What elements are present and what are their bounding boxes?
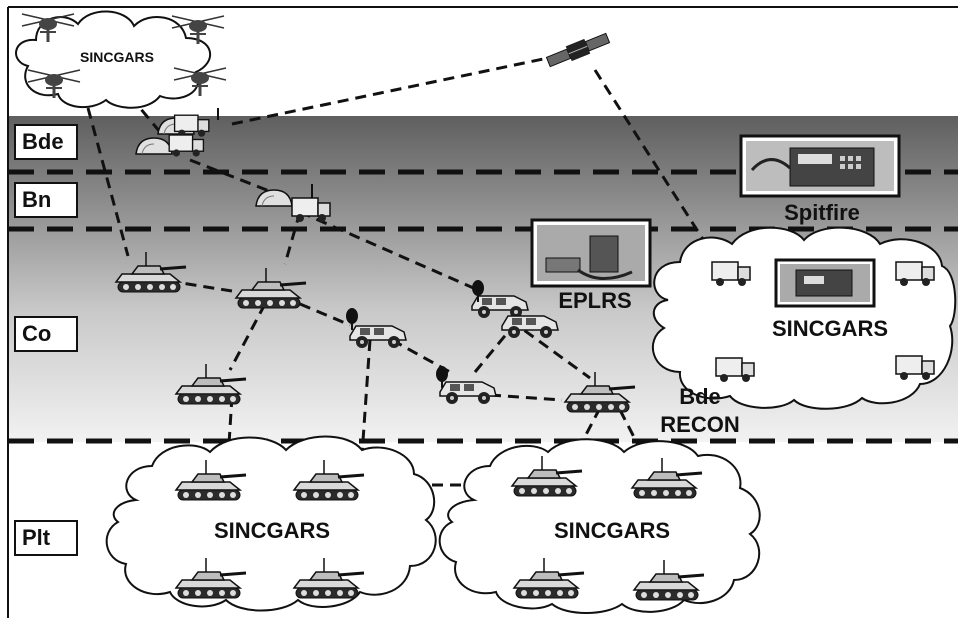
platoon-right-cloud-label: SINCGARS bbox=[553, 518, 671, 543]
platoon-cloud-left bbox=[105, 435, 437, 612]
platoon-left-cloud-label: SINCGARS bbox=[213, 518, 331, 543]
eplrs-label: EPLRS bbox=[558, 288, 632, 313]
echelon-label-bde: Bde bbox=[14, 124, 78, 160]
echelon-label-bn: Bn bbox=[14, 182, 78, 218]
spitfire-label: Spitfire bbox=[784, 200, 860, 225]
eplrs-radio-image bbox=[530, 218, 652, 288]
satellite-icon bbox=[545, 32, 611, 68]
recon-label-line2: RECON bbox=[660, 412, 740, 437]
recon-cloud-label: SINCGARS bbox=[771, 316, 889, 341]
echelon-label-co: Co bbox=[14, 316, 78, 352]
echelon-label-plt: Plt bbox=[14, 520, 78, 556]
aviation-cloud-label: SINCGARS bbox=[80, 49, 154, 65]
sincgars-radio-image bbox=[774, 258, 876, 308]
brigade-command-post-icon bbox=[135, 108, 219, 158]
spitfire-radio-image bbox=[739, 134, 901, 198]
recon-label-line1: Bde bbox=[679, 384, 721, 409]
battalion-command-post-icon bbox=[255, 184, 331, 223]
